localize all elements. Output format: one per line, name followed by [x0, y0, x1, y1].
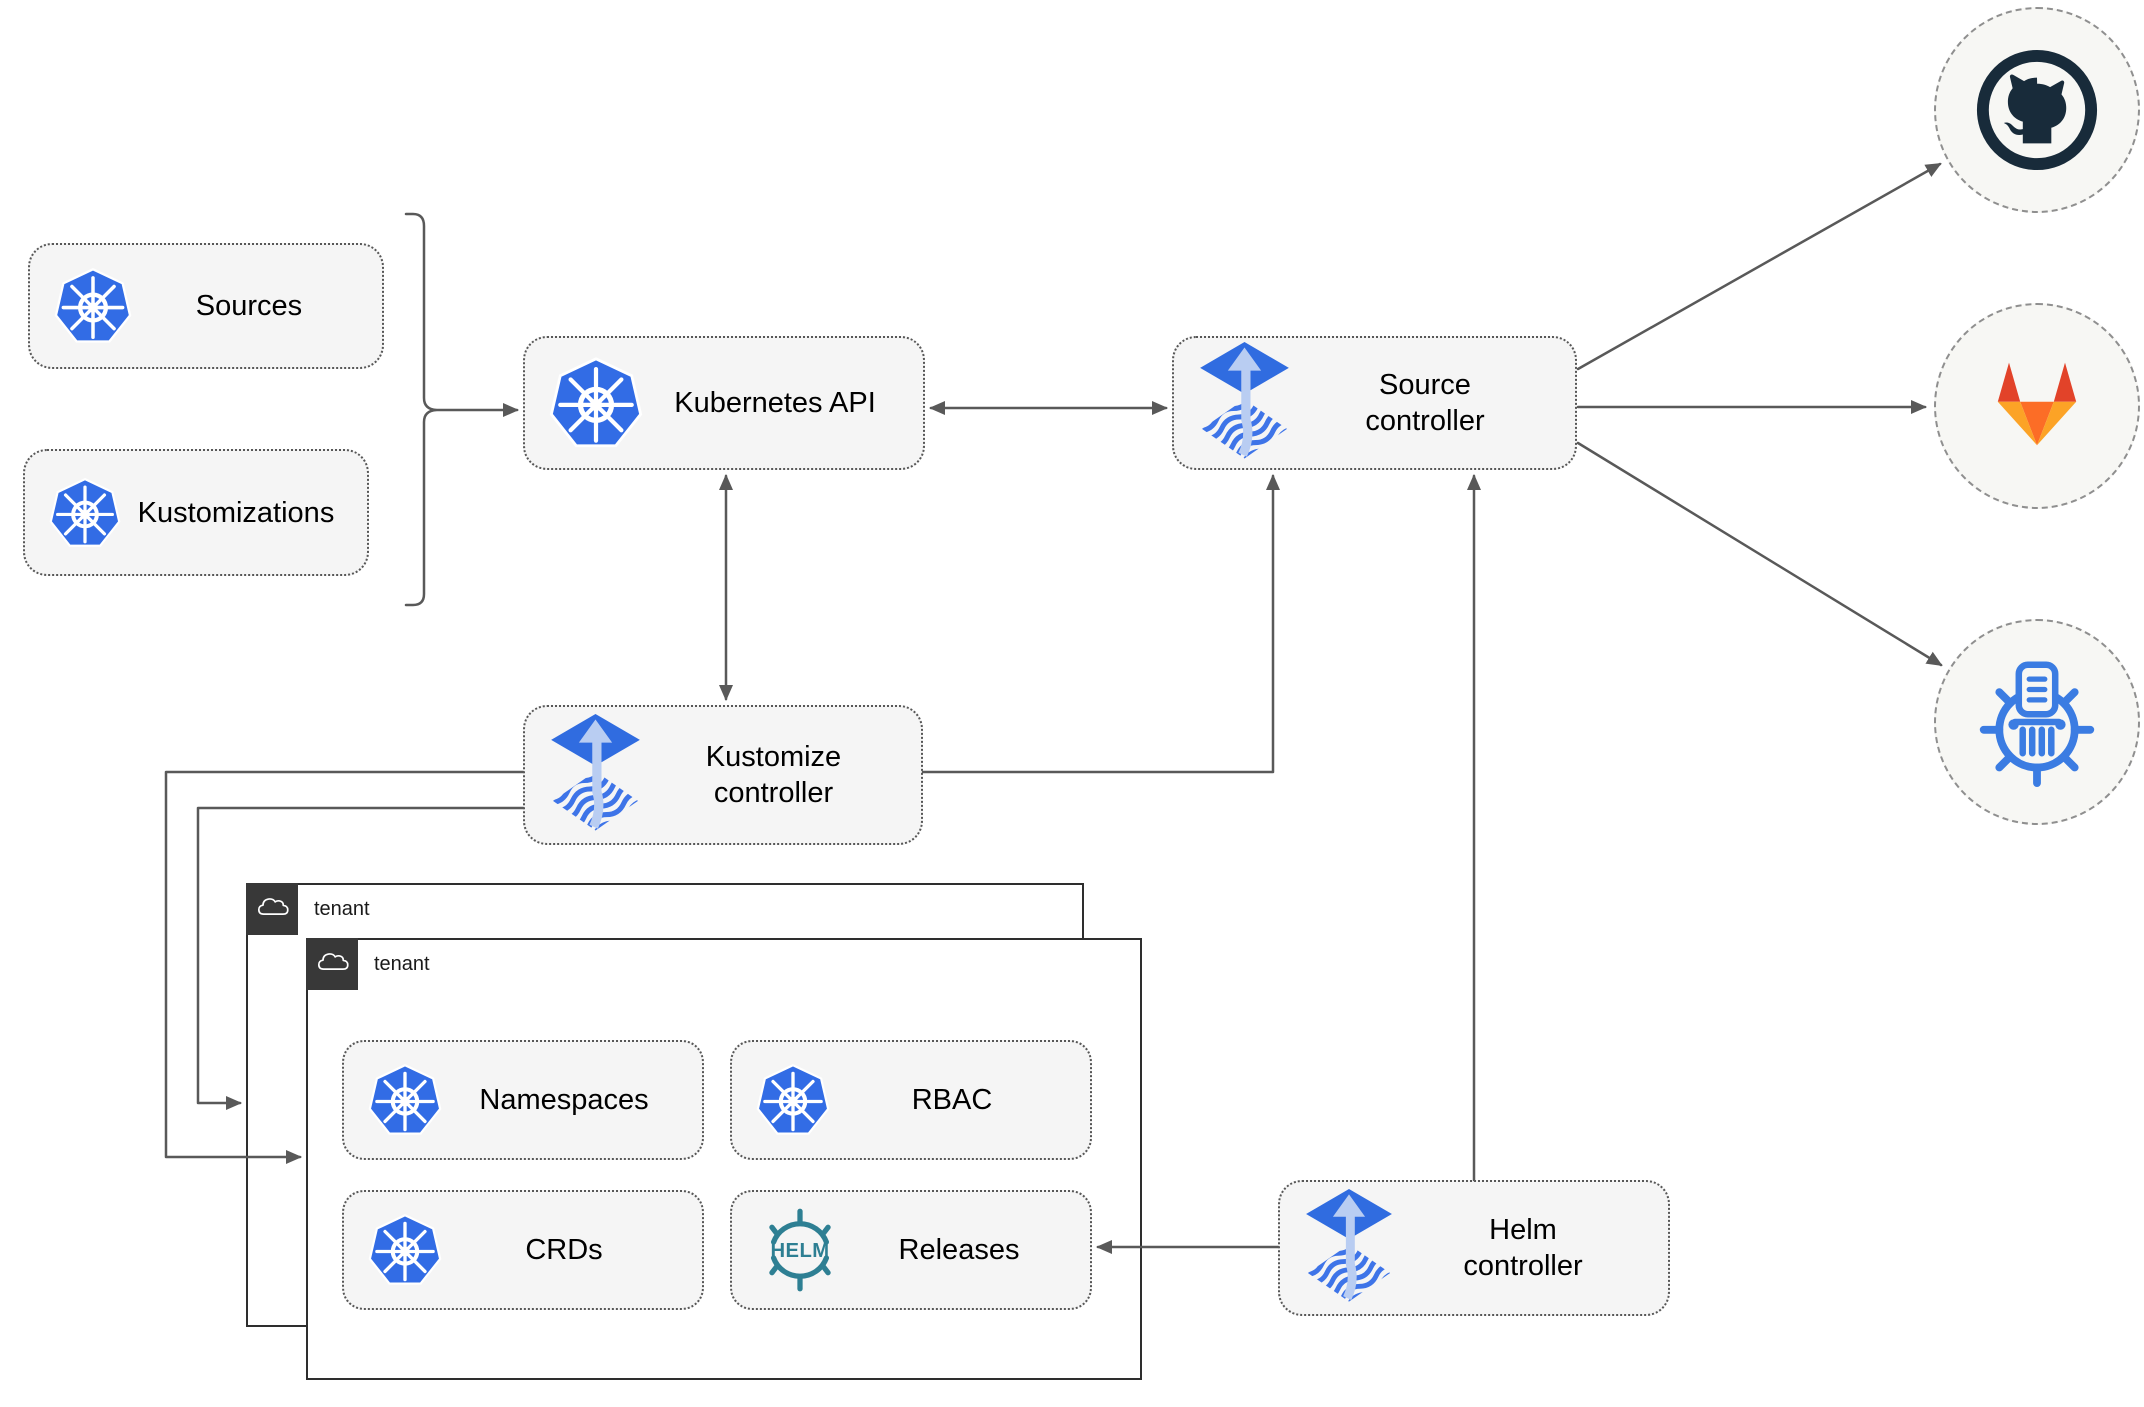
chartmuseum-icon: [1972, 657, 2102, 787]
node-kustomizations: Kustomizations: [23, 449, 369, 576]
node-label: Sources: [195, 290, 303, 322]
node-label-line1: Source: [1379, 369, 1471, 401]
node-kustomize-controller: Kustomize controller: [523, 705, 923, 845]
kubernetes-icon: [549, 356, 643, 450]
flux-icon: [1304, 1189, 1394, 1307]
node-label: Namespaces: [479, 1084, 649, 1116]
node-label: CRDs: [525, 1234, 603, 1266]
edge-source-controller-to-github: [1576, 162, 1942, 371]
node-source-controller: Source controller: [1172, 336, 1577, 470]
node-label: Releases: [898, 1234, 1020, 1266]
helm-icon: [756, 1206, 844, 1294]
node-kubernetes-api: Kubernetes API: [523, 336, 925, 470]
node-label-line1: Kustomize: [705, 741, 842, 773]
node-label-line2: controller: [1463, 1250, 1583, 1282]
endpoint-chartmuseum: [1934, 619, 2140, 825]
github-icon: [1971, 44, 2103, 176]
node-rbac: RBAC: [730, 1040, 1092, 1160]
node-label-line1: Helm: [1489, 1214, 1557, 1246]
tenant-label: tenant: [314, 898, 370, 920]
kubernetes-icon: [756, 1063, 830, 1137]
node-label-line2: controller: [1365, 405, 1485, 437]
node-crds: CRDs: [342, 1190, 704, 1310]
kubernetes-icon: [54, 267, 132, 345]
cloud-icon: [314, 946, 350, 982]
node-label: Source controller: [1291, 367, 1559, 439]
edge-source-controller-to-chartmuseum: [1576, 441, 1943, 667]
kubernetes-icon: [368, 1063, 442, 1137]
node-label: Kustomizations: [137, 496, 335, 529]
gitlab-icon: [1967, 336, 2107, 476]
edge-kustomize-controller-to-source-controller: [921, 474, 1280, 774]
tenant-tab: [246, 883, 298, 935]
node-label: Kubernetes API: [674, 387, 876, 419]
endpoint-github: [1934, 7, 2140, 213]
kubernetes-icon: [368, 1213, 442, 1287]
tenant-tab: [306, 938, 358, 990]
node-releases: Releases: [730, 1190, 1092, 1310]
node-namespaces: Namespaces: [342, 1040, 704, 1160]
node-label: RBAC: [911, 1084, 993, 1116]
node-helm-controller: Helm controller: [1278, 1180, 1670, 1316]
flux-icon: [1198, 342, 1291, 464]
cloud-icon: [254, 891, 290, 927]
node-label-line2: controller: [713, 777, 834, 809]
flux-icon: [549, 714, 642, 836]
tenant-label: tenant: [374, 953, 430, 975]
kubernetes-icon: [49, 477, 121, 549]
node-label: Helm controller: [1394, 1212, 1652, 1284]
group-bracket: [404, 212, 438, 607]
node-sources: Sources: [28, 243, 384, 369]
endpoint-gitlab: [1934, 303, 2140, 509]
node-label: Kustomize controller: [642, 739, 905, 811]
